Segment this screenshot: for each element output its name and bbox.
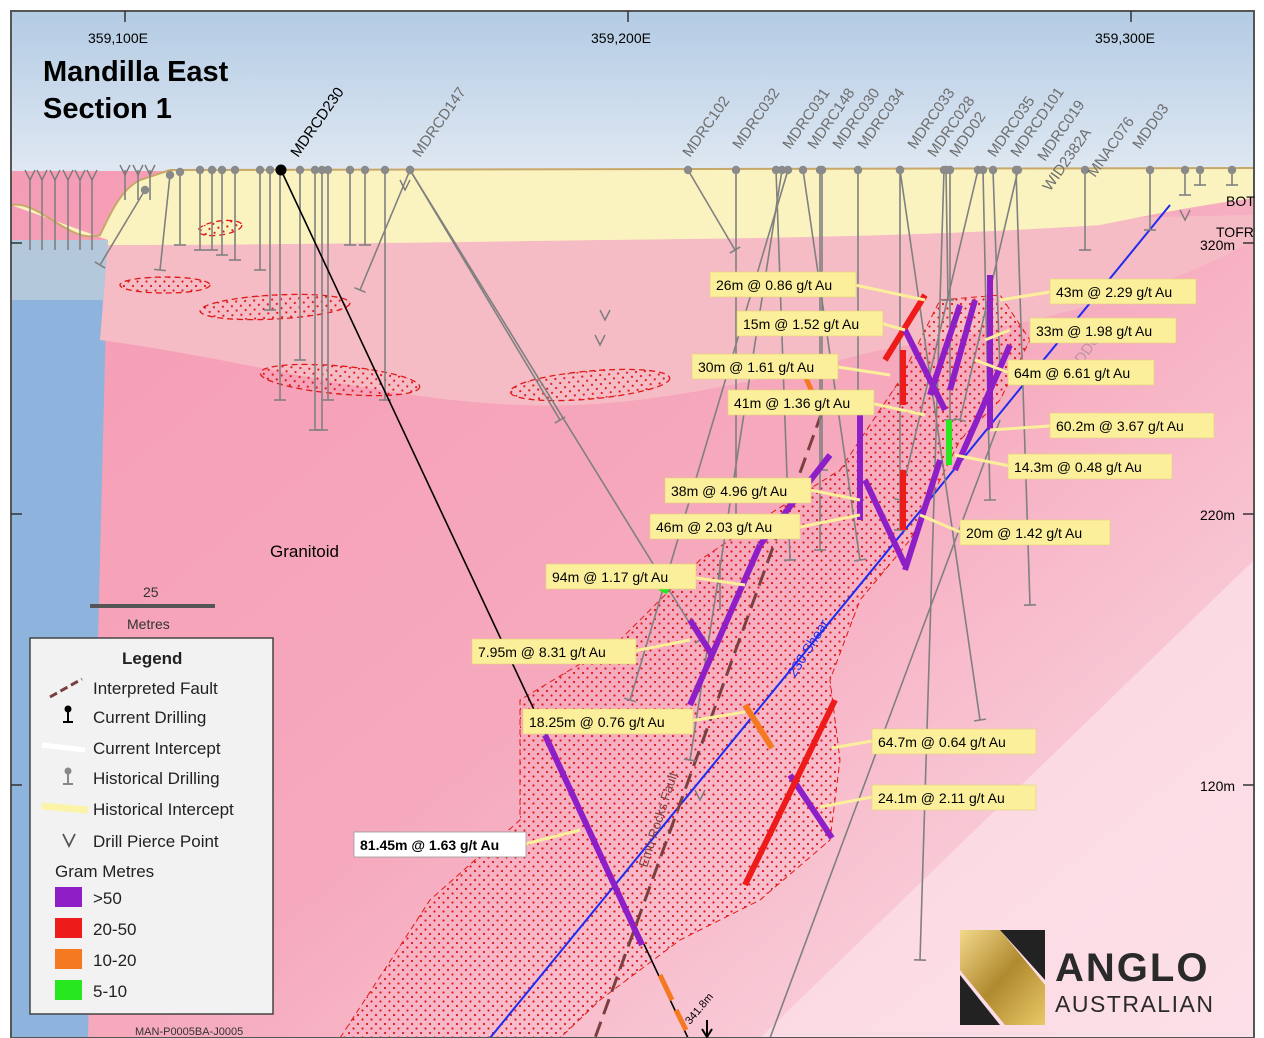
intercept-label: 18.25m @ 0.76 g/t Au xyxy=(522,708,694,735)
intercept-label: 30m @ 1.61 g/t Au xyxy=(691,353,839,380)
easting-label-2: 359,200E xyxy=(591,30,651,46)
shear-zone xyxy=(489,204,1171,1038)
intercept-label: 94m @ 1.17 g/t Au xyxy=(545,563,697,590)
intercept-label: 15m @ 1.52 g/t Au xyxy=(736,310,884,337)
legend-item-fault: Interpreted Fault xyxy=(93,679,218,698)
intercept-label: 43m @ 2.29 g/t Au xyxy=(1049,278,1197,305)
svg-text:24.1m @ 2.11 g/t Au: 24.1m @ 2.11 g/t Au xyxy=(878,790,1005,806)
map-title-line1: Mandilla East xyxy=(43,56,229,88)
down-arrow-icon xyxy=(701,1020,713,1038)
gram-swatch-green xyxy=(55,980,82,1000)
historical-drilling-icon xyxy=(63,767,73,785)
legend-item-current-intercept: Current Intercept xyxy=(93,739,221,758)
sky xyxy=(11,11,1254,171)
legend-item-pierce-point: Drill Pierce Point xyxy=(93,832,219,851)
gram-label-4: 5-10 xyxy=(93,982,127,1001)
svg-text:33m @ 1.98 g/t Au: 33m @ 1.98 g/t Au xyxy=(1036,323,1152,339)
current-drillhole-collar xyxy=(275,164,287,176)
edge-label-bot: BOT xyxy=(1226,193,1255,209)
legend-fault-symbol xyxy=(49,677,83,699)
logo-line2: AUSTRALIAN xyxy=(1055,991,1214,1017)
svg-text:41m @ 1.36 g/t Au: 41m @ 1.36 g/t Au xyxy=(734,395,850,411)
svg-text:43m @ 2.29 g/t Au: 43m @ 2.29 g/t Au xyxy=(1056,284,1172,300)
elevation-label-1: 320m xyxy=(1200,237,1235,253)
interpreted-fault xyxy=(593,389,832,1038)
intercept-segments xyxy=(542,275,1013,1032)
intercept-label: 33m @ 1.98 g/t Au xyxy=(1029,317,1177,344)
gram-label-3: 10-20 xyxy=(93,951,136,970)
granitoid-label: Granitoid xyxy=(270,542,339,561)
svg-text:15m @ 1.52 g/t Au: 15m @ 1.52 g/t Au xyxy=(743,316,859,332)
intercept-label: 46m @ 2.03 g/t Au xyxy=(649,513,801,540)
legend-gram-title: Gram Metres xyxy=(55,862,154,881)
scale-unit: Metres xyxy=(127,616,170,632)
legend-item-current-drilling: Current Drilling xyxy=(93,708,206,727)
legend-title: Legend xyxy=(122,649,182,668)
svg-text:26m @ 0.86 g/t Au: 26m @ 0.86 g/t Au xyxy=(716,277,832,293)
legend-current-intercept-symbol xyxy=(41,742,86,753)
intercept-label: 64.7m @ 0.64 g/t Au xyxy=(871,728,1037,755)
intercept-label: 41m @ 1.36 g/t Au xyxy=(727,389,875,416)
intercept-label: 24.1m @ 2.11 g/t Au xyxy=(871,784,1037,811)
svg-text:46m @ 2.03 g/t Au: 46m @ 2.03 g/t Au xyxy=(656,519,772,535)
anglo-australian-logo: ANGLO AUSTRALIAN xyxy=(960,930,1214,1025)
oxide-zone xyxy=(100,215,1254,406)
gram-swatch-orange xyxy=(55,949,82,969)
svg-text:7.95m @ 8.31 g/t Au: 7.95m @ 8.31 g/t Au xyxy=(478,644,606,660)
elevation-label-3: 120m xyxy=(1200,778,1235,794)
svg-text:30m @ 1.61 g/t Au: 30m @ 1.61 g/t Au xyxy=(698,359,814,375)
intercept-label: 26m @ 0.86 g/t Au xyxy=(709,271,857,298)
svg-text:81.45m @ 1.63 g/t Au: 81.45m @ 1.63 g/t Au xyxy=(360,837,499,853)
scale-value: 25 xyxy=(143,584,159,600)
map-title-line2: Section 1 xyxy=(43,93,172,125)
gram-label-1: >50 xyxy=(93,889,122,908)
legend-item-historical-drilling: Historical Drilling xyxy=(93,769,220,788)
intercept-label: 64m @ 6.61 g/t Au xyxy=(1007,359,1155,386)
scale-bar xyxy=(90,604,215,608)
elevation-label-2: 220m xyxy=(1200,507,1235,523)
legend-item-historical-intercept: Historical Intercept xyxy=(93,800,234,819)
intercept-label: 14.3m @ 0.48 g/t Au xyxy=(1007,453,1173,480)
pierce-point-icon xyxy=(62,833,76,849)
intercept-label: 38m @ 4.96 g/t Au xyxy=(664,477,812,504)
gram-swatch-purple xyxy=(55,887,82,907)
svg-text:38m @ 4.96 g/t Au: 38m @ 4.96 g/t Au xyxy=(671,483,787,499)
historical-drillholes xyxy=(24,164,1238,1038)
logo-line1: ANGLO xyxy=(1055,946,1209,990)
gram-swatch-red xyxy=(55,918,82,938)
easting-label-3: 359,300E xyxy=(1095,30,1155,46)
footer-code: MAN-P0005BA-J0005 xyxy=(135,1026,243,1038)
gram-label-2: 20-50 xyxy=(93,920,136,939)
easting-label-1: 359,100E xyxy=(88,30,148,46)
legend-historical-intercept-symbol xyxy=(41,802,89,814)
svg-text:94m @ 1.17 g/t Au: 94m @ 1.17 g/t Au xyxy=(552,569,668,585)
legend: Legend Interpreted Fault Current Drillin… xyxy=(29,637,274,1015)
intercept-label: 60.2m @ 3.67 g/t Au xyxy=(1049,412,1215,439)
current-drilling-icon xyxy=(63,705,73,723)
current-intercept-label: 81.45m @ 1.63 g/t Au xyxy=(353,831,527,858)
svg-text:60.2m @ 3.67 g/t Au: 60.2m @ 3.67 g/t Au xyxy=(1056,418,1184,434)
svg-text:18.25m @ 0.76 g/t Au: 18.25m @ 0.76 g/t Au xyxy=(529,714,665,730)
edge-label-tofr: TOFR xyxy=(1216,224,1254,240)
svg-text:20m @ 1.42 g/t Au: 20m @ 1.42 g/t Au xyxy=(966,525,1082,541)
svg-text:64.7m @ 0.64 g/t Au: 64.7m @ 0.64 g/t Au xyxy=(878,734,1006,750)
intercept-label: 7.95m @ 8.31 g/t Au xyxy=(471,638,637,665)
svg-text:64m @ 6.61 g/t Au: 64m @ 6.61 g/t Au xyxy=(1014,365,1130,381)
svg-text:14.3m @ 0.48 g/t Au: 14.3m @ 0.48 g/t Au xyxy=(1014,459,1142,475)
intercept-label: 20m @ 1.42 g/t Au xyxy=(959,519,1111,546)
